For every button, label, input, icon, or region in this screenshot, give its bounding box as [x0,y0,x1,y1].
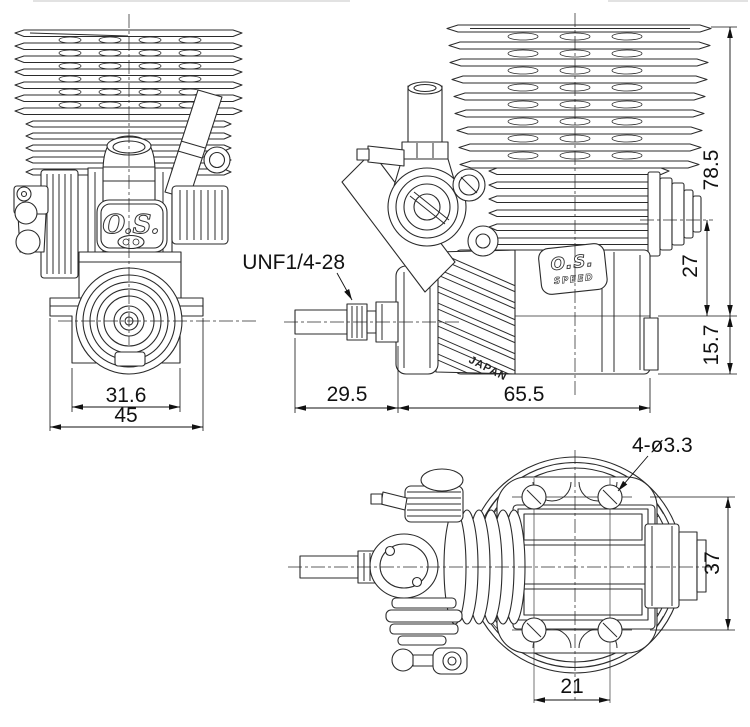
dim-rear-hole-span-length: 21 [534,675,610,703]
dim-side-height-below: 15.7 [658,316,737,375]
side-view: JAPAN O.S. SPEED [242,13,737,413]
front-view: O.S. 31.6 45 [13,14,258,431]
dim-front-mount-outer: 45 [49,318,204,431]
hole-spec-text: 4-ø3.3 [632,434,693,457]
dim-text-78-5: 78.5 [700,150,723,191]
dim-text-31-6: 31.6 [106,384,147,407]
side-logo-plate: O.S. SPEED [538,243,608,295]
dim-side-exhaust-height: 27 [679,220,710,316]
rear-exhaust-flange [644,523,707,609]
thread-callout: UNF1/4-28 [242,251,353,301]
rear-view: 4-ø3.3 37 21 [288,434,735,703]
dim-crankshaft-length: 29.5 [294,338,399,413]
dim-rear-hole-span-width: 37 [650,496,735,631]
needle-valve-assembly [13,185,49,255]
dim-text-65-5: 65.5 [504,383,545,406]
dim-front-mount-inner: 31.6 [71,368,181,412]
carb-intake-tube [407,85,443,145]
hole-spec-callout: 4-ø3.3 [617,434,693,492]
dim-text-27: 27 [679,254,702,277]
side-head-fins [446,24,712,246]
carb-nut [203,146,231,174]
thread-spec-text: UNF1/4-28 [242,251,345,274]
side-logo-line2: SPEED [553,273,594,287]
dim-text-21: 21 [560,675,583,698]
front-head-fins [14,29,243,176]
dim-side-height-above: 78.5 [658,26,737,317]
fuel-nipple [367,145,405,167]
side-carburetor [341,81,499,293]
front-left-rib-block [40,169,79,279]
dim-text-15-7: 15.7 [700,325,723,366]
ball-link [391,647,468,675]
front-right-rib-block [171,185,229,245]
idle-screw [467,225,499,257]
dim-text-29-5: 29.5 [327,383,368,406]
dim-case-length: 65.5 [398,378,651,413]
front-logo-plate: O.S. [96,199,168,253]
front-bottom-tab [114,351,146,367]
rear-mount-lug [643,317,659,371]
side-logo-line1: O.S. [550,251,595,275]
rear-carburetor-top [369,468,468,675]
dim-text-45: 45 [114,404,137,427]
front-fin-vents [58,36,202,109]
exhaust-outlet [647,171,702,257]
dim-text-37: 37 [701,551,724,574]
carb-nut-inner [208,151,226,169]
mount-holes [521,484,623,643]
